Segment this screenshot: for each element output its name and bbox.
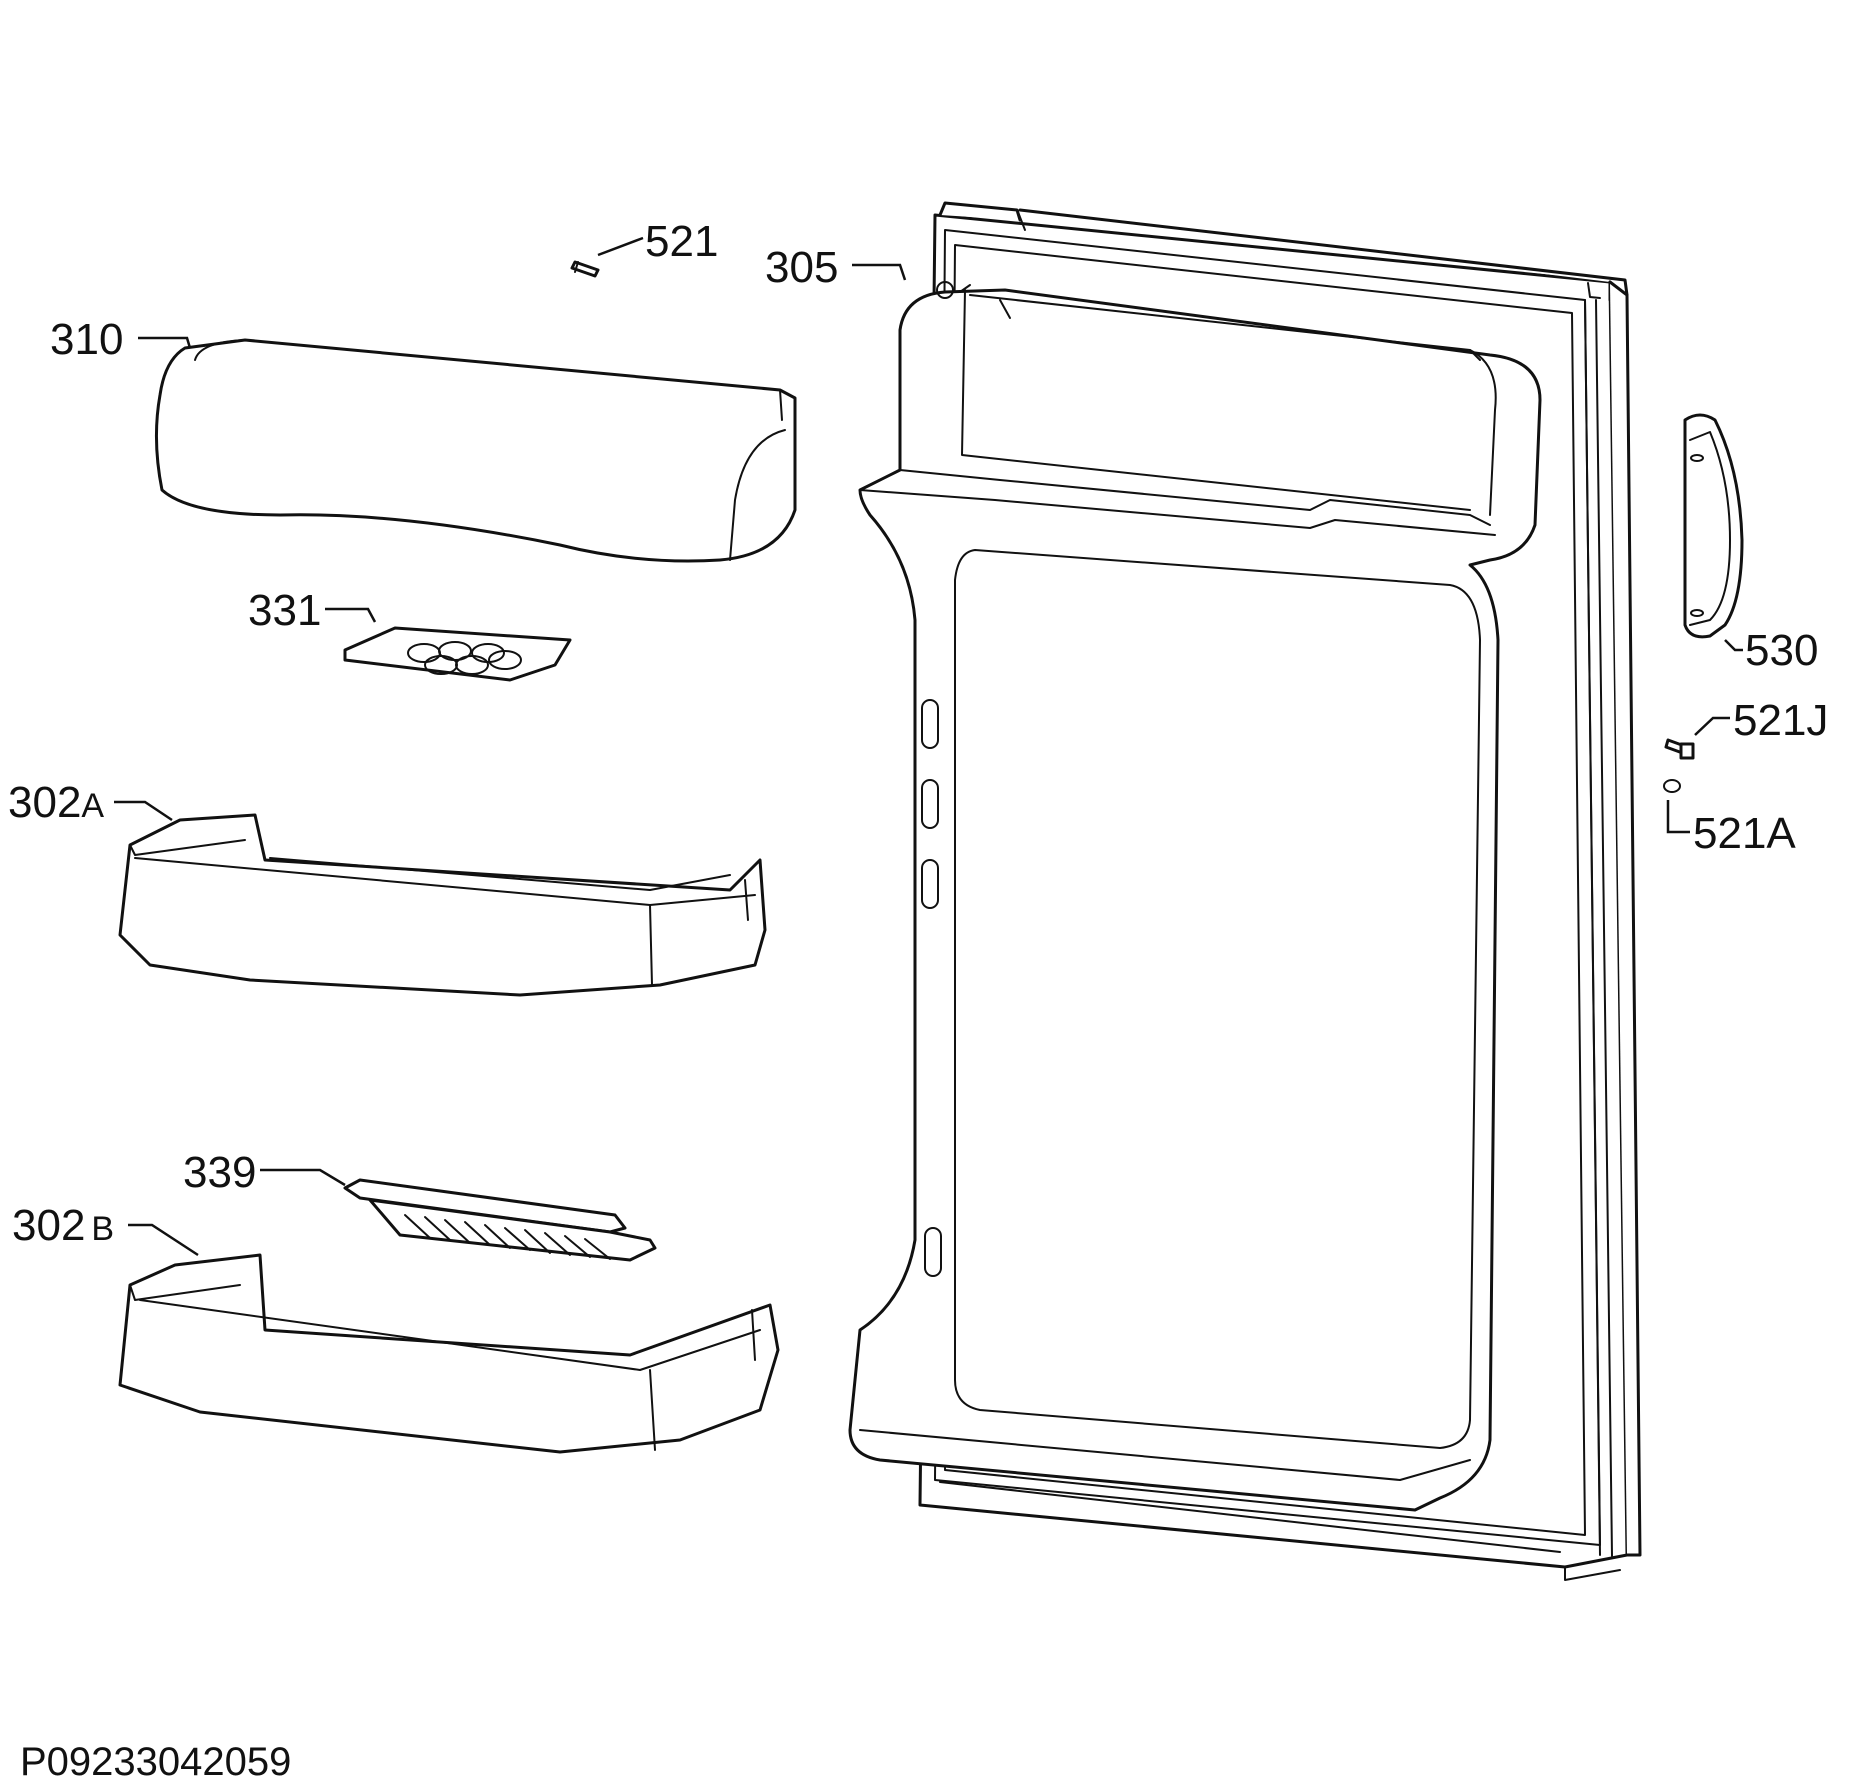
label-302a: 302A: [8, 778, 104, 827]
label-302a-number: 302: [8, 778, 81, 827]
handle-530: [1683, 413, 1744, 639]
label-310: 310: [50, 315, 123, 364]
egg-tray-331: [343, 626, 572, 682]
label-302b-suffix: B: [91, 1210, 114, 1248]
label-339: 339: [183, 1148, 256, 1197]
cover-310: [154, 338, 797, 563]
label-331: 331: [248, 586, 321, 635]
door-shelf-302a: [118, 813, 767, 997]
door-assembly-305: [848, 201, 1642, 1581]
label-302a-suffix: A: [81, 787, 104, 825]
leader-lines: [114, 236, 1743, 1257]
label-530: 530: [1745, 626, 1818, 675]
screw-521: [570, 260, 600, 278]
label-521: 521: [645, 217, 718, 266]
door-shelf-302b: [118, 1253, 780, 1454]
washer-521a: [1663, 779, 1681, 793]
label-521j: 521J: [1733, 696, 1828, 745]
label-302b-number: 302: [12, 1201, 85, 1250]
screw-521j: [1664, 738, 1695, 760]
label-305: 305: [765, 243, 838, 292]
bottle-retainer-339: [343, 1178, 657, 1262]
drawing-code: P09233042059: [20, 1740, 291, 1784]
label-521a: 521A: [1693, 809, 1796, 858]
